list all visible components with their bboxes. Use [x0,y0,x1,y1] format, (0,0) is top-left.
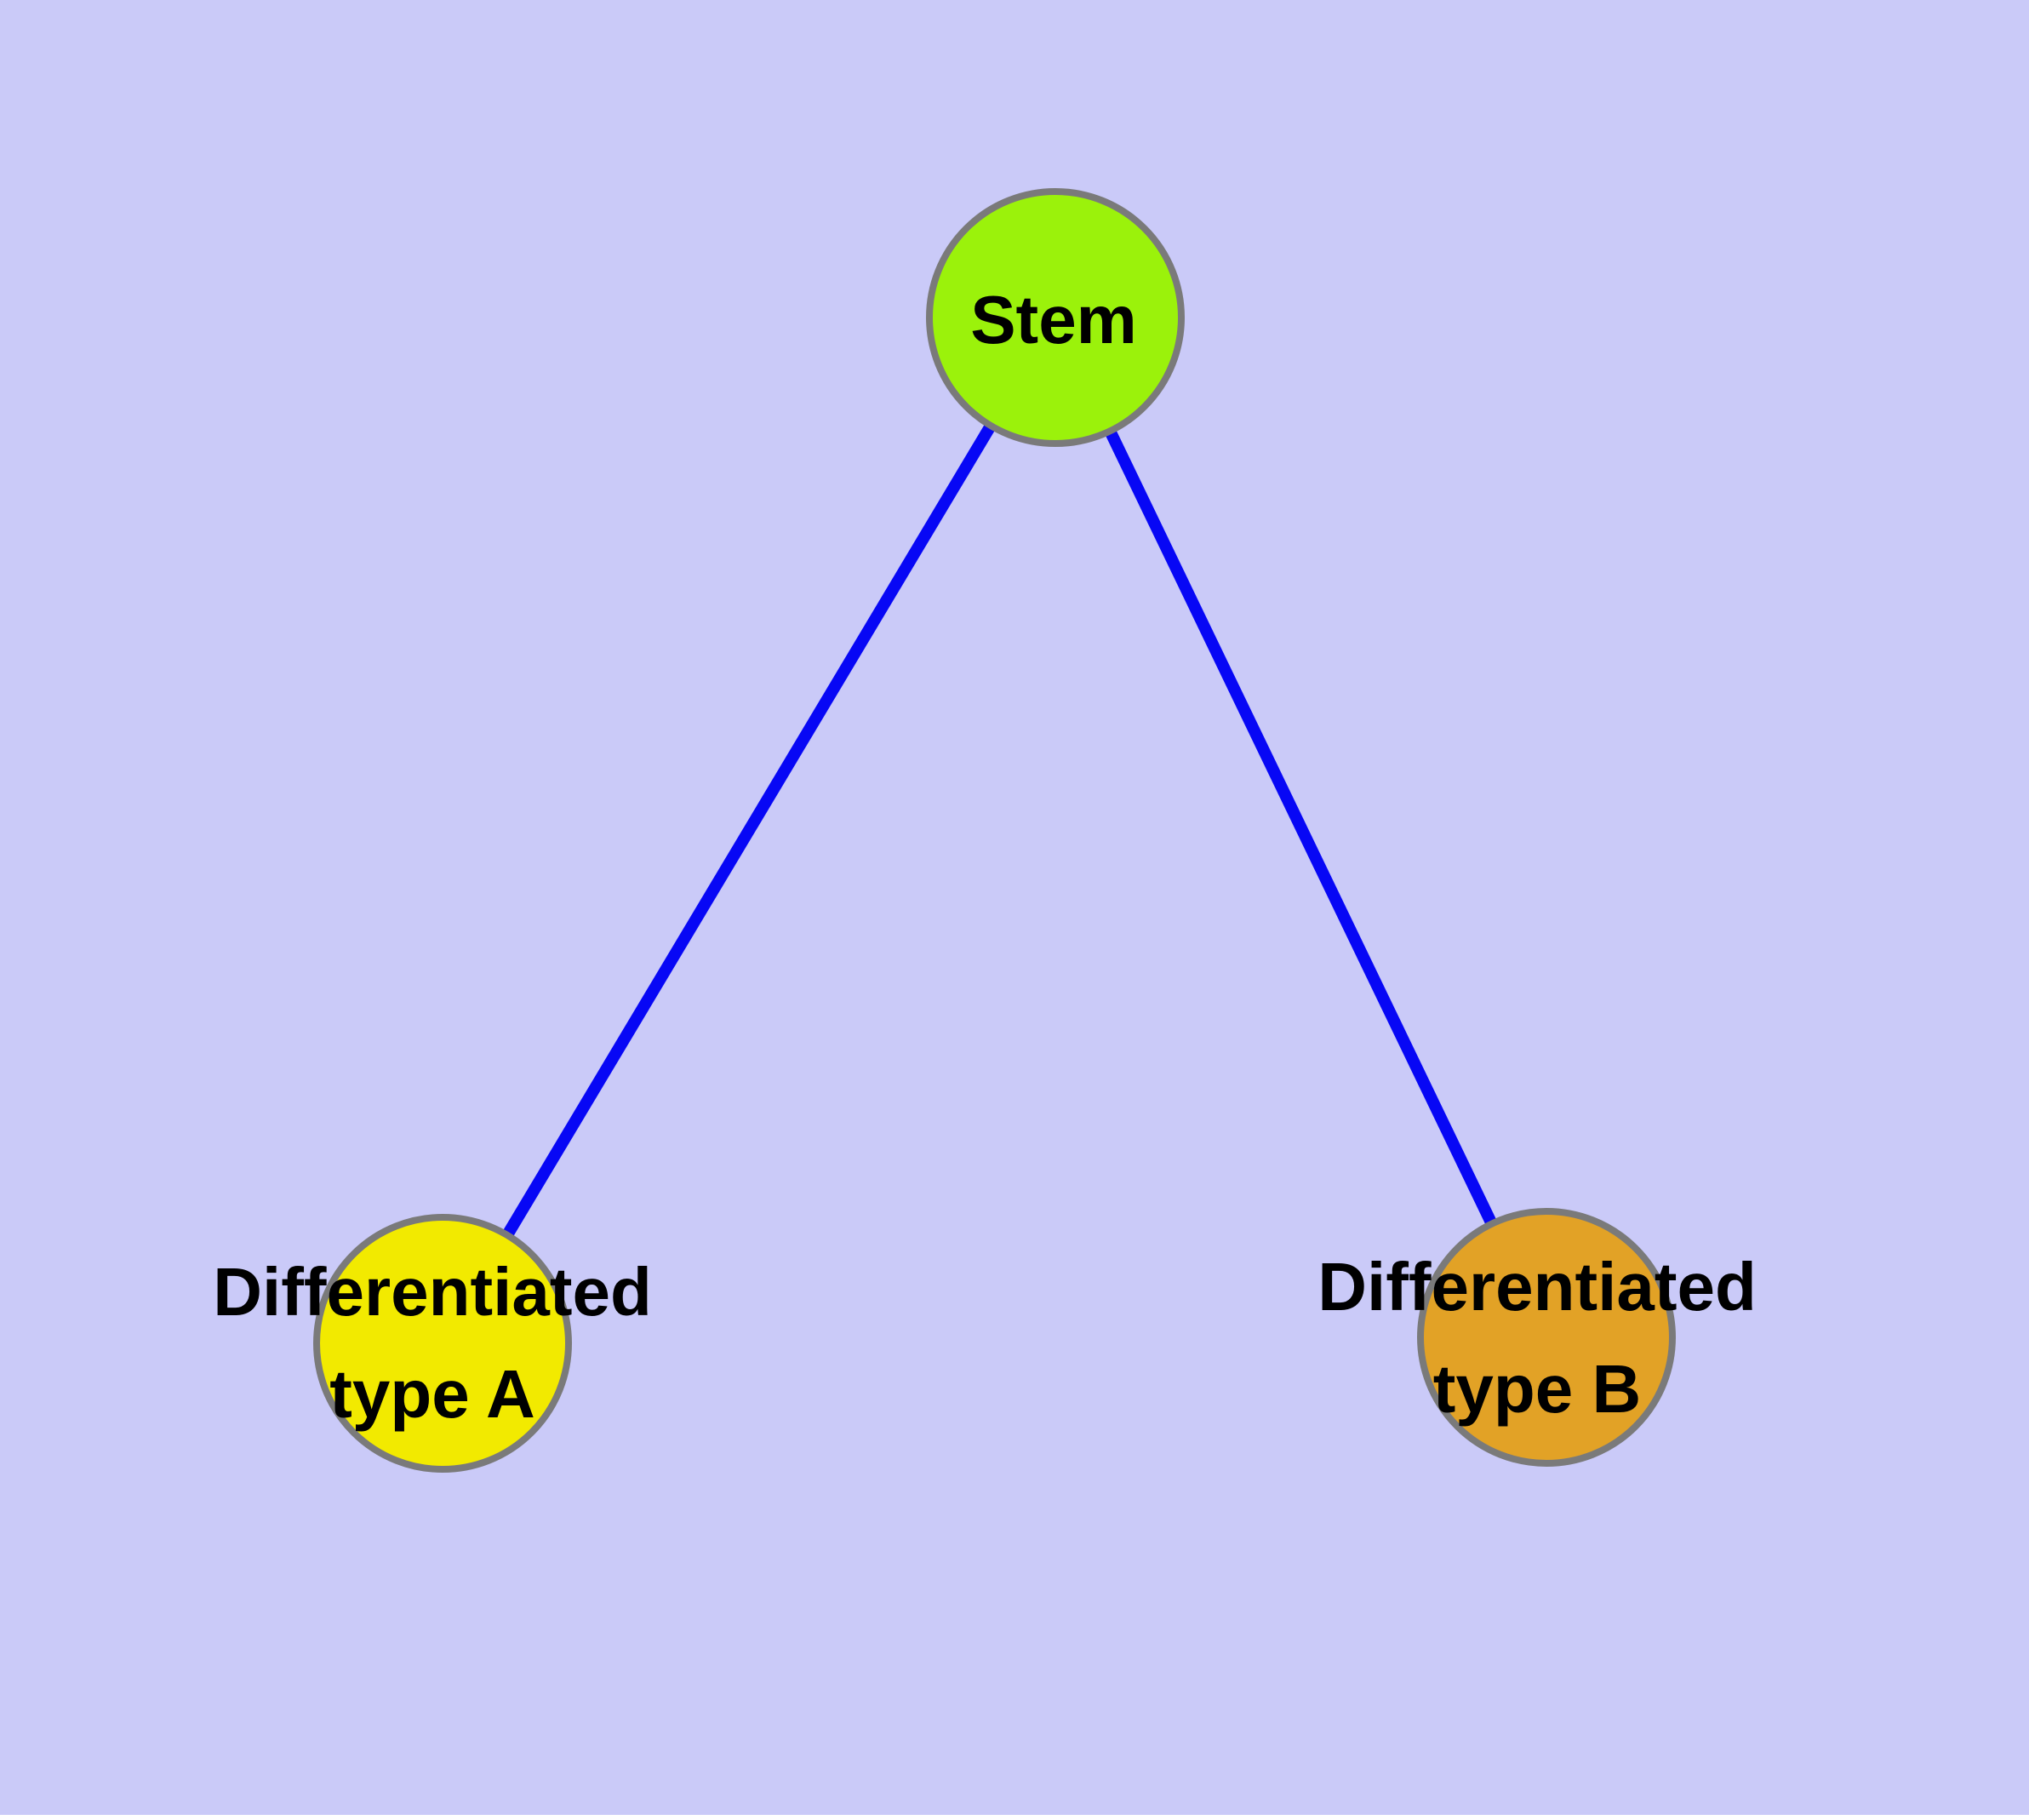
node-stem-circle [926,188,1185,447]
edge-stem-to-type-a [437,314,1061,1347]
node-type-a-label: Differentiated type A [213,1241,652,1445]
node-type-a-label-line2: type A [329,1356,535,1432]
node-type-a-circle [313,1214,572,1473]
node-type-a-label-line1: Differentiated [213,1254,652,1330]
node-type-b-label: Differentiated type B [1317,1236,1757,1440]
edge-stem-to-type-b [1049,314,1552,1341]
node-stem-label-line: Stem [970,282,1137,358]
node-type-b-label-line1: Differentiated [1317,1249,1757,1325]
node-type-b-label-line2: type B [1432,1351,1642,1427]
node-stem-label: Stem [970,269,1137,371]
node-type-b-circle [1417,1208,1676,1467]
